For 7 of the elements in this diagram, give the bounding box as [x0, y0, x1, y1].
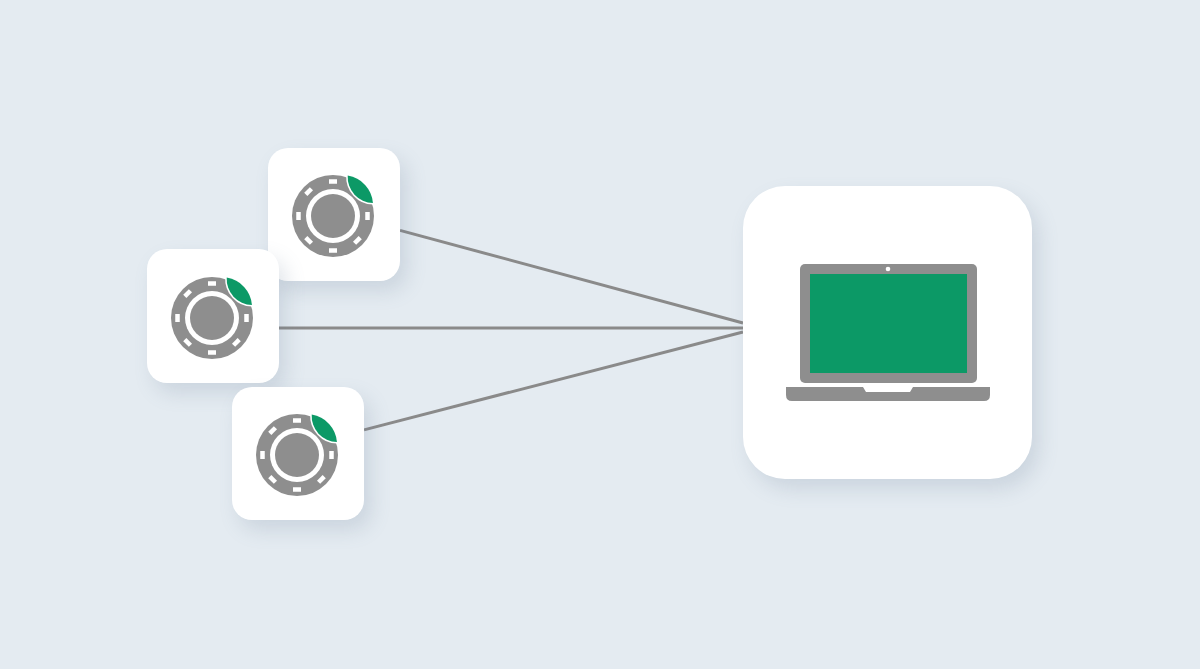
large-tile: [743, 186, 1032, 479]
icon-tile: [147, 249, 279, 383]
icon-tile: [232, 387, 364, 520]
connector-line: [279, 326, 743, 330]
connector-line: [399, 228, 744, 325]
connector-line: [363, 330, 744, 432]
icon-tile: [268, 148, 400, 281]
